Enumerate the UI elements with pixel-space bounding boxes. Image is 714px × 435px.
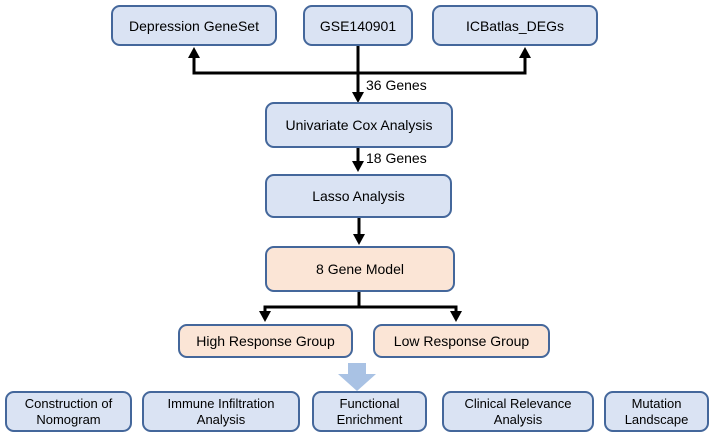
node-label: ICBatlas_DEGs [465,17,565,34]
node-depression-geneset: Depression GeneSet [111,5,277,46]
node-low-response-group: Low Response Group [373,324,550,358]
node-icbatlas-degs: ICBatlas_DEGs [432,5,598,46]
node-label: GSE140901 [319,17,397,34]
node-construction-of-nomogram: Construction of Nomogram [5,391,132,432]
node-label: Depression GeneSet [129,17,259,34]
node-label: Functional Enrichment [336,395,403,427]
lasso-to-model-arrow [353,218,365,245]
model-branch-connector [259,292,462,322]
merge-junction-connector [188,46,531,103]
node-gse140901: GSE140901 [303,5,413,46]
node-label: Lasso Analysis [312,188,405,204]
edge-label-18-genes: 18 Genes [366,150,427,166]
cox-to-lasso-arrow [352,148,364,172]
node-label: Low Response Group [393,333,530,349]
node-label: Mutation Landscape [624,395,689,427]
node-8-gene-model: 8 Gene Model [265,246,455,292]
edge-label-36-genes: 36 Genes [366,77,427,93]
node-mutation-landscape: Mutation Landscape [604,391,709,432]
node-functional-enrichment: Functional Enrichment [312,391,427,432]
node-univariate-cox-analysis: Univariate Cox Analysis [265,102,453,148]
node-label: 8 Gene Model [316,261,404,277]
node-label: Clinical Relevance Analysis [464,395,572,427]
node-lasso-analysis: Lasso Analysis [265,174,452,218]
node-label: Construction of Nomogram [24,395,113,427]
node-label: Univariate Cox Analysis [285,117,433,133]
node-label: Immune Infiltration Analysis [167,395,275,427]
node-clinical-relevance-analysis: Clinical Relevance Analysis [442,391,594,432]
block-down-arrow [338,363,376,391]
node-high-response-group: High Response Group [178,324,353,358]
node-immune-infiltration-analysis: Immune Infiltration Analysis [142,391,300,432]
node-label: High Response Group [196,333,335,349]
